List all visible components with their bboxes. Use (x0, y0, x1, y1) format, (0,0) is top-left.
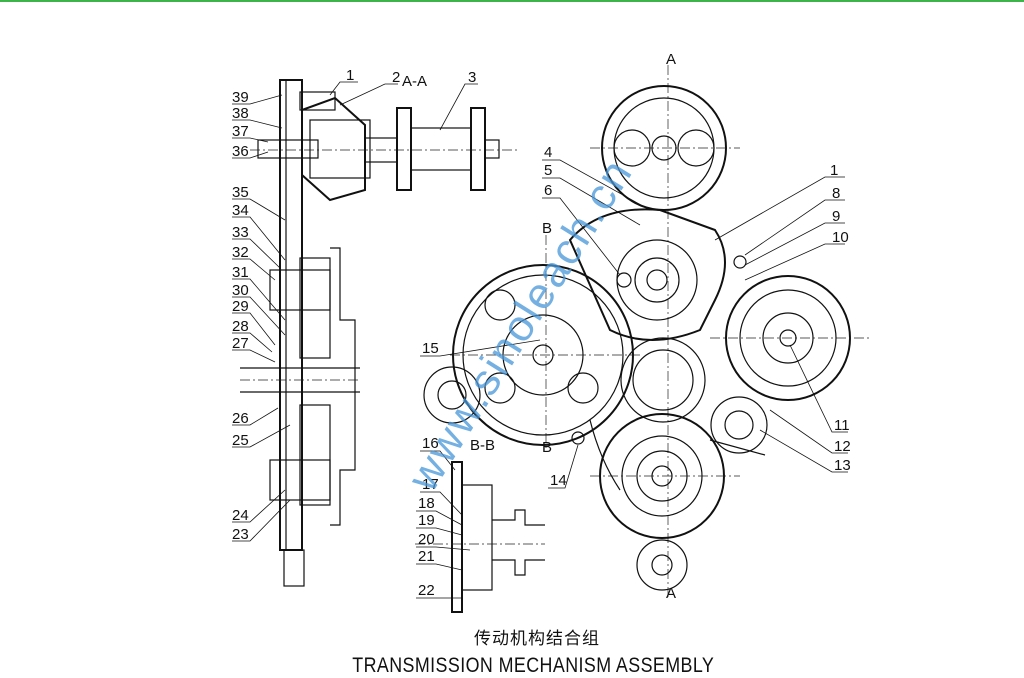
callout-label: 27 (232, 335, 249, 352)
callout-label: 30 (232, 282, 249, 299)
callout-label: 17 (422, 476, 439, 493)
callout-label: 18 (418, 495, 435, 512)
callout-label: 15 (422, 340, 439, 357)
front-view (423, 65, 870, 600)
section-bb-view (415, 461, 545, 613)
drawing-title-english: TRANSMISSION MECHANISM ASSEMBLY (352, 654, 715, 677)
callout-label: 8 (832, 185, 840, 202)
callout-label: 29 (232, 298, 249, 315)
callout-label: 9 (832, 208, 840, 225)
callout-label: 25 (232, 432, 249, 449)
callout-label: 13 (834, 457, 851, 474)
callout-label: 35 (232, 184, 249, 201)
callout-label: 39 (232, 89, 249, 106)
callout-label: B-B (470, 437, 495, 454)
top-accent-bar (0, 0, 1024, 2)
side-section-view (240, 79, 520, 587)
callout-label: 23 (232, 526, 249, 543)
callout-label: 38 (232, 105, 249, 122)
callout-label: 21 (418, 548, 435, 565)
callout-label: 14 (550, 472, 567, 489)
callout-label: 19 (418, 512, 435, 529)
callout-label: 12 (834, 438, 851, 455)
right-callouts: 4 5 6 1 8 9 10 11 12 13 14 15 (420, 144, 851, 489)
callout-label: B (542, 439, 552, 456)
callout-label: 31 (232, 264, 249, 281)
callout-label: 32 (232, 244, 249, 261)
callout-label: 1 (346, 67, 354, 84)
callout-label: 26 (232, 410, 249, 427)
callout-label: 22 (418, 582, 435, 599)
callout-label: 11 (834, 417, 850, 434)
callout-label: 24 (232, 507, 249, 524)
callout-label: A (666, 51, 676, 68)
top-callouts: 1 2 A-A 3 (329, 67, 478, 131)
callout-label: 1 (830, 162, 838, 179)
callout-label: 2 (392, 69, 400, 86)
drawing-title-chinese: 传动机构结合组 (474, 629, 600, 649)
callout-label: A (666, 585, 676, 602)
callout-label: 20 (418, 531, 435, 548)
callout-label: 4 (544, 144, 552, 161)
callout-label: 16 (422, 435, 439, 452)
callout-label: 34 (232, 202, 249, 219)
callout-label: A-A (402, 73, 427, 90)
left-callouts: 39 38 37 36 35 34 33 32 31 30 29 28 27 2… (232, 89, 291, 543)
bb-callouts: 16 17 18 19 20 21 22 (416, 435, 471, 599)
callout-label: 28 (232, 318, 249, 335)
callout-label: 6 (544, 182, 552, 199)
callout-label: 5 (544, 162, 552, 179)
callout-label: 10 (832, 229, 849, 246)
callout-label: 36 (232, 143, 249, 160)
section-letters: A A B B B-B (470, 51, 676, 602)
callout-label: B (542, 220, 552, 237)
callout-label: 37 (232, 123, 249, 140)
callout-label: 3 (468, 69, 476, 86)
callout-label: 33 (232, 224, 249, 241)
